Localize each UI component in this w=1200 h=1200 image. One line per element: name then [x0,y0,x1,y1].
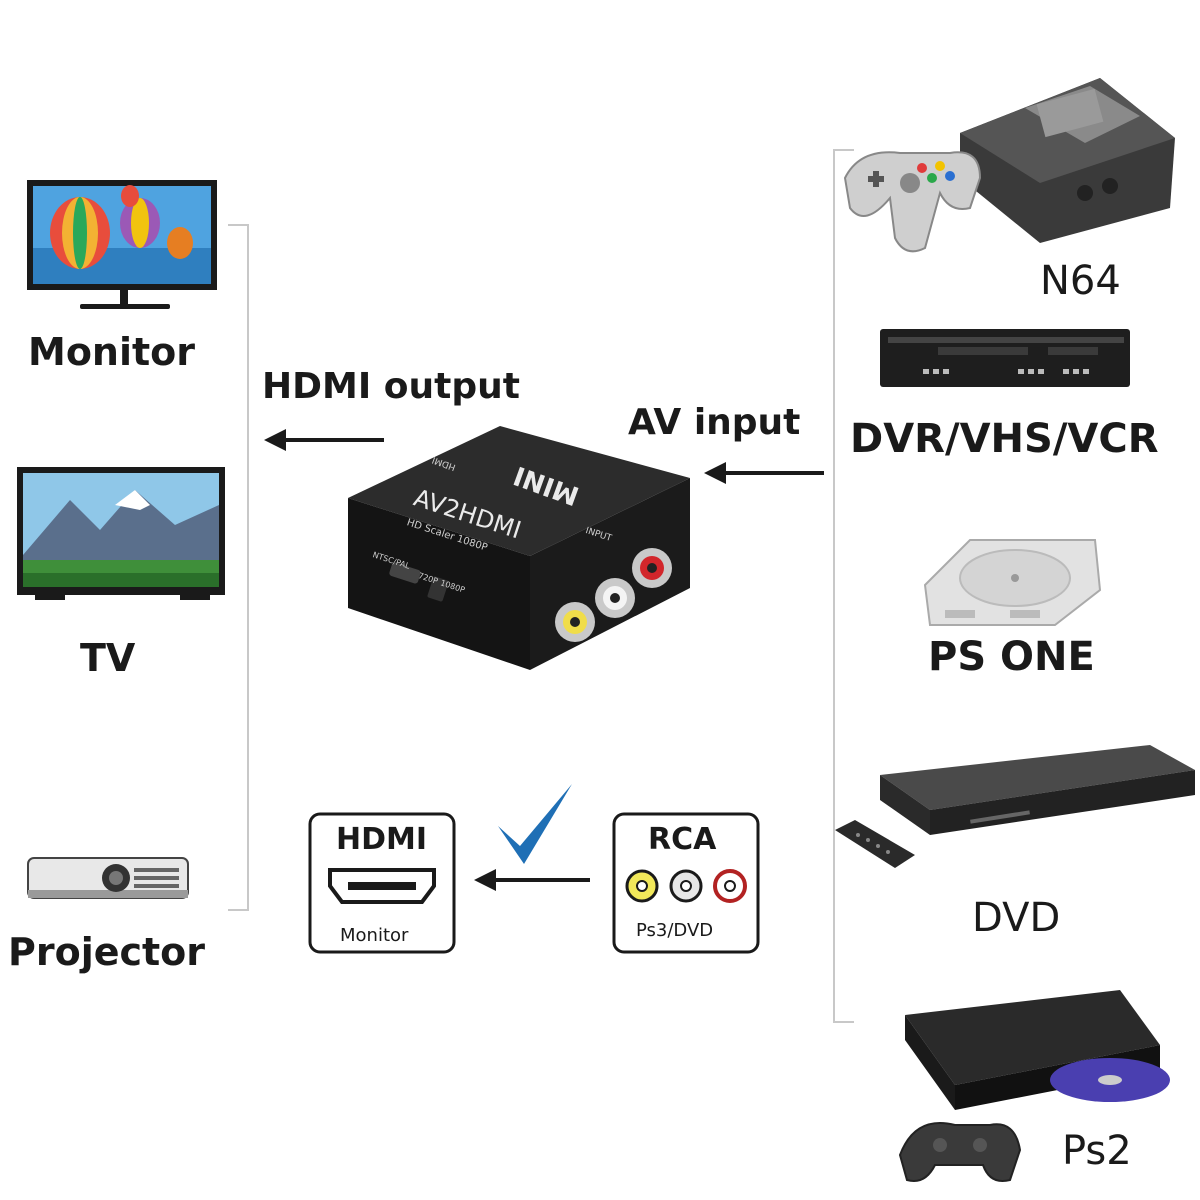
vcr-label: DVR/VHS/VCR [850,416,1159,462]
left-arrow-legend [474,869,590,891]
av2hdmi-adapter [348,426,690,670]
hdmi-legend-caption: Monitor [340,925,409,946]
rca-legend-title: RCA [648,822,717,857]
vcr-icon [880,329,1130,387]
n64-console-icon [843,78,1175,253]
ps2-console-icon [898,990,1170,1182]
n64-label: N64 [1040,258,1121,304]
left-arrow-input [704,462,824,484]
rca-legend-box [612,812,760,954]
rca-legend-caption: Ps3/DVD [636,920,714,941]
hdmi-port-icon [328,868,436,904]
monitor-label: Monitor [28,330,196,374]
dvd-label: DVD [972,895,1061,941]
hdmi-legend-title: HDMI [336,822,428,857]
ps2-label: Ps2 [1062,1128,1132,1174]
monitor-icon [27,180,217,309]
checkmark-icon [498,784,572,864]
projector-label: Projector [8,930,206,974]
left-arrow-output [264,429,384,451]
dvd-player-icon [835,745,1195,868]
psone-label: PS ONE [928,634,1095,680]
hdmi-legend-box [308,812,456,954]
psone-console-icon [923,539,1102,626]
hdmi-output-label: HDMI output [262,366,520,407]
tv-icon [17,467,225,600]
tv-label: TV [80,636,136,680]
av-input-label: AV input [628,402,801,443]
projector-icon [27,857,189,899]
